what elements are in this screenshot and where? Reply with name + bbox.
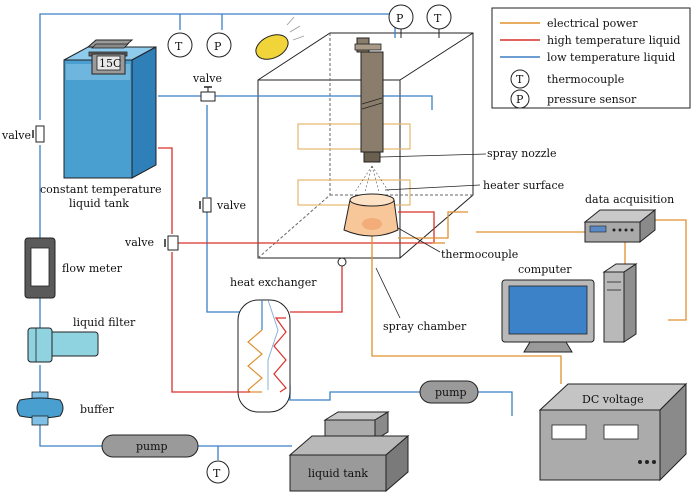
flow-meter <box>24 237 56 299</box>
dc-voltage-label: DC voltage <box>582 393 644 406</box>
legend-pressure-symbol: P <box>516 93 524 106</box>
spray-nozzle <box>354 37 384 163</box>
liquid-filter <box>27 327 99 363</box>
tank-temperature-readout: 15C <box>99 57 121 70</box>
electrical-wires <box>371 211 687 384</box>
legend-electrical: electrical power <box>547 17 638 30</box>
svg-text:P: P <box>396 12 404 25</box>
dc-voltage-supply <box>538 382 688 482</box>
data-acquisition-label: data acquisition <box>585 193 674 206</box>
heater-surface-label: heater surface <box>483 179 564 192</box>
valve-middle-label: valve <box>216 199 246 212</box>
sensor-P-left: P <box>206 32 232 58</box>
valve-left <box>32 125 45 143</box>
constant-tank-label-2: liquid tank <box>69 197 129 210</box>
valve-hot-label: valve <box>124 236 154 249</box>
legend-hot: high temperature liquid <box>547 34 680 47</box>
thermostat-display <box>91 43 129 49</box>
legend-thermocouple-symbol: T <box>516 73 524 86</box>
buffer <box>16 391 64 426</box>
buffer-label: buffer <box>80 403 114 416</box>
legend-pressure: pressure sensor <box>547 93 637 106</box>
liquid-tank-label: liquid tank <box>308 467 368 480</box>
heat-exchanger <box>237 299 291 413</box>
valve-hot <box>164 235 179 251</box>
computer <box>501 263 638 353</box>
valve-top-label: valve <box>192 72 222 85</box>
pump-right-label: pump <box>435 386 467 399</box>
pump-right <box>419 380 479 404</box>
liquid-filter-label: liquid filter <box>73 316 136 329</box>
valve-left-label: valve <box>1 129 31 142</box>
chamber-port <box>337 257 347 267</box>
sensor-T-left: T <box>167 32 193 58</box>
hot-liquid-pipes <box>158 147 435 393</box>
sensor-P-top: P <box>388 4 414 30</box>
sensor-T-top: T <box>426 4 452 38</box>
svg-text:T: T <box>175 40 183 53</box>
thermostat <box>88 51 128 75</box>
pump-left <box>101 434 199 458</box>
svg-text:P: P <box>214 40 222 53</box>
spray-chamber-label: spray chamber <box>383 320 467 333</box>
data-acquisition-unit <box>583 208 657 244</box>
thermocouple-label: thermocouple <box>441 248 518 261</box>
legend-cold: low temperature liquid <box>547 51 675 64</box>
heater-surface <box>343 193 399 237</box>
legend-thermocouple: thermocouple <box>547 73 624 86</box>
sensor-T-bottom: T <box>206 460 230 484</box>
liquid-tank <box>288 411 410 493</box>
valve-middle <box>199 197 212 213</box>
heat-exchanger-label: heat exchanger <box>230 276 317 289</box>
pump-left-label: pump <box>136 440 168 453</box>
computer-label: computer <box>518 263 572 276</box>
spray-nozzle-label: spray nozzle <box>487 147 557 160</box>
constant-tank-label-1: constant temperature <box>40 183 162 196</box>
light-source <box>255 16 305 60</box>
svg-text:T: T <box>434 12 442 25</box>
leader-lines <box>375 153 487 319</box>
legend <box>491 7 691 109</box>
valve-top <box>200 86 216 102</box>
svg-text:T: T <box>213 467 221 480</box>
flow-meter-label: flow meter <box>62 262 123 275</box>
spray-cone <box>354 165 390 193</box>
